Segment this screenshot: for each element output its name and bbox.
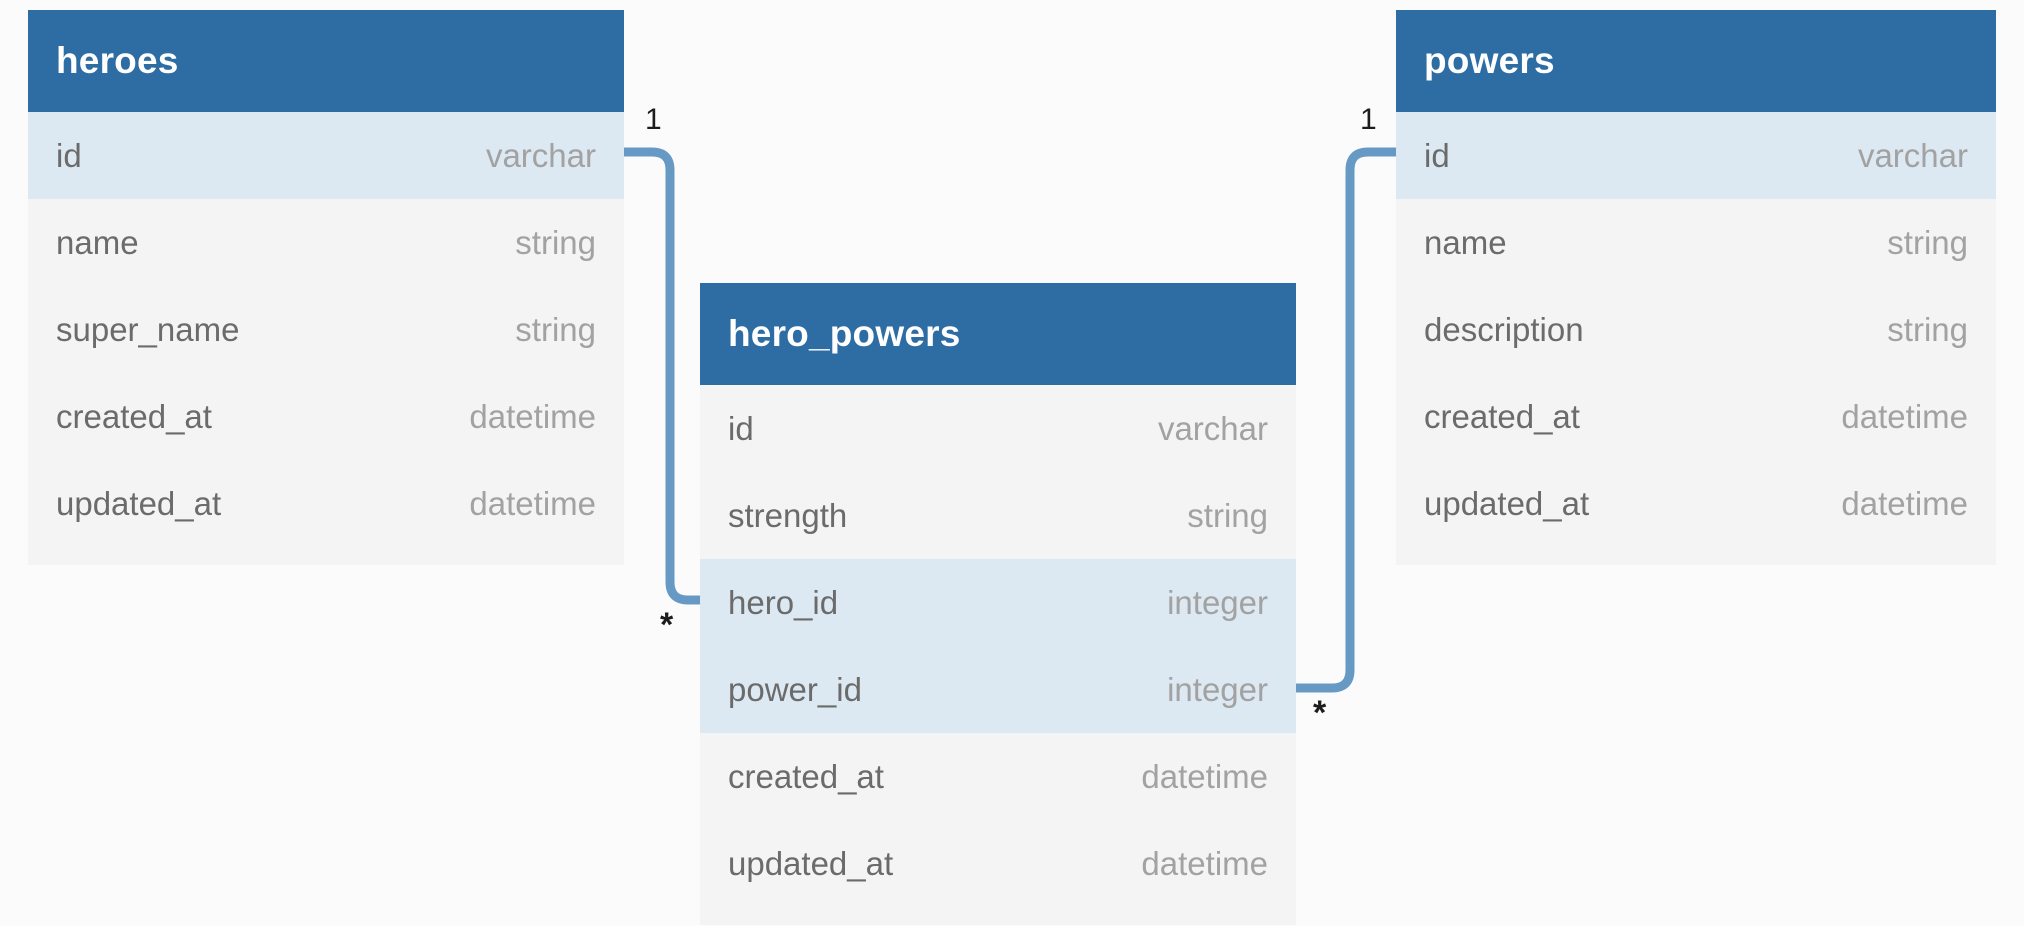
column-type: datetime xyxy=(469,484,596,522)
table-row[interactable]: id varchar xyxy=(700,385,1296,472)
column-type: string xyxy=(1887,310,1968,348)
column-name: power_id xyxy=(728,670,862,708)
table-row[interactable]: super_name string xyxy=(28,286,624,373)
column-type: varchar xyxy=(485,136,596,174)
table-row[interactable]: created_at datetime xyxy=(28,373,624,460)
cardinality-powers-one: 1 xyxy=(1360,103,1377,136)
column-type: string xyxy=(515,223,596,261)
table-row[interactable]: id varchar xyxy=(28,112,624,199)
table-row[interactable]: id varchar xyxy=(1396,112,1996,199)
table-title-hero-powers: hero_powers xyxy=(728,313,961,354)
column-name: super_name xyxy=(56,310,240,348)
table-row[interactable]: strength string xyxy=(700,472,1296,559)
table-header-heroes[interactable]: heroes xyxy=(28,10,624,112)
column-name: strength xyxy=(728,496,848,534)
table-body-powers: id varchar name string description strin… xyxy=(1396,112,1996,565)
entity-table-hero-powers[interactable]: hero_powers id varchar strength string h… xyxy=(700,283,1296,925)
column-name: id xyxy=(728,409,754,447)
table-row[interactable]: name string xyxy=(1396,199,1996,286)
cardinality-heroes-one: 1 xyxy=(645,103,662,136)
column-name: created_at xyxy=(1424,397,1580,435)
column-name: name xyxy=(1424,223,1507,261)
column-type: integer xyxy=(1167,583,1268,621)
column-name: updated_at xyxy=(728,844,894,882)
table-body-heroes: id varchar name string super_name string… xyxy=(28,112,624,565)
column-name: updated_at xyxy=(1424,484,1590,522)
column-type: datetime xyxy=(1141,757,1268,795)
column-name: id xyxy=(1424,136,1450,174)
table-row[interactable]: updated_at datetime xyxy=(28,460,624,547)
table-row[interactable]: created_at datetime xyxy=(700,733,1296,820)
column-name: updated_at xyxy=(56,484,222,522)
column-name: created_at xyxy=(728,757,884,795)
cardinality-hero_powers-many-right: * xyxy=(1313,694,1327,732)
table-row[interactable]: name string xyxy=(28,199,624,286)
entity-table-heroes[interactable]: heroes id varchar name string super_name… xyxy=(28,10,624,565)
connector-powers-hero_powers xyxy=(1291,147,1401,693)
column-type: varchar xyxy=(1857,136,1968,174)
table-row[interactable]: updated_at datetime xyxy=(700,820,1296,907)
cardinality-hero_powers-many-left: * xyxy=(660,606,674,644)
column-type: datetime xyxy=(1841,484,1968,522)
table-row[interactable]: updated_at datetime xyxy=(1396,460,1996,547)
table-row[interactable]: hero_id integer xyxy=(700,559,1296,646)
column-type: string xyxy=(1887,223,1968,261)
table-title-powers: powers xyxy=(1424,40,1555,81)
column-name: created_at xyxy=(56,397,212,435)
column-name: name xyxy=(56,223,139,261)
column-type: integer xyxy=(1167,670,1268,708)
column-name: description xyxy=(1424,310,1584,348)
column-type: datetime xyxy=(1841,397,1968,435)
column-type: datetime xyxy=(1141,844,1268,882)
table-title-heroes: heroes xyxy=(56,40,179,81)
entity-table-powers[interactable]: powers id varchar name string descriptio… xyxy=(1396,10,1996,565)
column-type: datetime xyxy=(469,397,596,435)
table-body-hero-powers: id varchar strength string hero_id integ… xyxy=(700,385,1296,925)
column-name: hero_id xyxy=(728,583,839,621)
table-header-powers[interactable]: powers xyxy=(1396,10,1996,112)
connector-heroes-hero_powers xyxy=(619,147,705,605)
column-name: id xyxy=(56,136,82,174)
column-type: string xyxy=(515,310,596,348)
table-row[interactable]: power_id integer xyxy=(700,646,1296,733)
table-row[interactable]: description string xyxy=(1396,286,1996,373)
table-header-hero-powers[interactable]: hero_powers xyxy=(700,283,1296,385)
column-type: varchar xyxy=(1157,409,1268,447)
table-row[interactable]: created_at datetime xyxy=(1396,373,1996,460)
column-type: string xyxy=(1187,496,1268,534)
